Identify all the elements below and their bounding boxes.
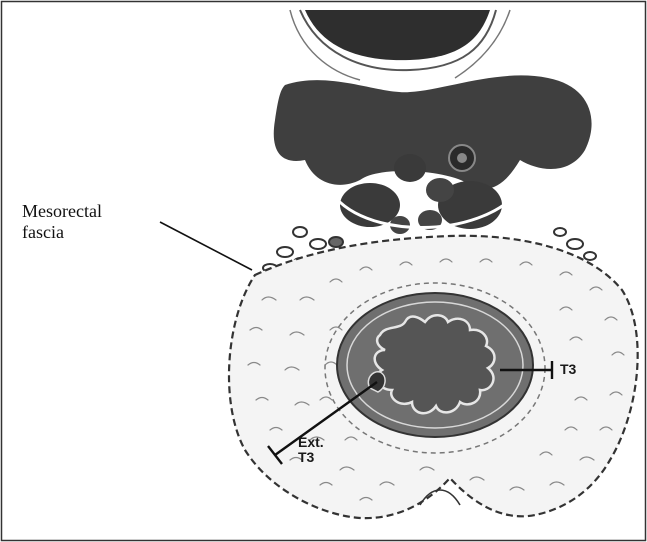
label-mesorectal-fascia: Mesorectal fascia [22,201,162,243]
label-ext-t3: Ext. T3 [298,435,324,465]
rectum [337,293,533,437]
label-t3: T3 [560,362,576,377]
lumen [375,315,495,413]
